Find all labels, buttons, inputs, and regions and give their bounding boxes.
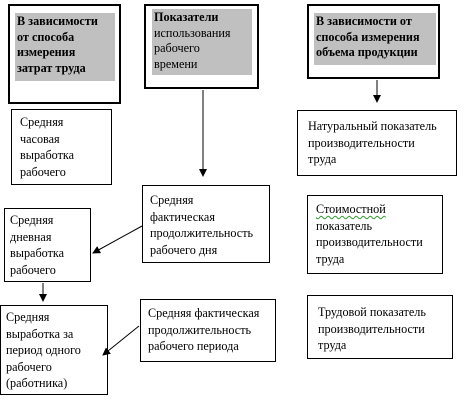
- header-labor-cost-line-3: измерения: [17, 45, 76, 59]
- actual-period-line-2: продолжительность: [148, 322, 252, 337]
- actual-period-line-3: рабочего периода: [148, 339, 239, 353]
- labor-indicator-line-2: производительности: [318, 321, 425, 336]
- period-output-line-5: (работника): [6, 376, 68, 390]
- header-box-output-volume: В зависимости от способа измерения объем…: [307, 4, 440, 79]
- header-work-time-line-2: использования: [154, 25, 231, 40]
- header-work-time-line-1: Показатели: [154, 10, 219, 24]
- daily-output-line-4: рабочего: [10, 262, 56, 277]
- actual-day-line-4: рабочего дня: [150, 242, 218, 257]
- hourly-output-line-2: часовая: [20, 131, 60, 146]
- box-hourly-output: Средняя часовая выработка рабочего: [11, 109, 112, 185]
- box-labor-indicator: Трудовой показатель производительности т…: [307, 295, 453, 359]
- header-work-time-line-4: времени: [154, 56, 198, 71]
- value-indicator-line-4: труда: [316, 251, 345, 266]
- header-labor-cost-line-2: от способа: [17, 29, 75, 44]
- header-label-work-time: Показатели использования рабочего времен…: [152, 9, 252, 75]
- period-output-line-4: рабочего: [6, 359, 52, 374]
- value-indicator-line-1: Стоимостной: [316, 202, 386, 216]
- header-labor-cost-line-4: затрат труда: [17, 60, 86, 75]
- natural-indicator-line-2: производительности: [308, 135, 415, 150]
- box-value-indicator: Стоимостной показатель производительност…: [307, 195, 443, 274]
- box-actual-period-length: Средняя фактическая продолжительность ра…: [140, 299, 276, 362]
- value-indicator-line-2: показатель: [316, 218, 373, 233]
- daily-output-line-3: выработка: [10, 246, 65, 260]
- labor-indicator-line-3: труда: [318, 338, 347, 352]
- value-indicator-line-3: производительности: [316, 235, 423, 249]
- hourly-output-line-4: рабочего: [20, 164, 66, 179]
- daily-output-line-1: Средняя: [10, 213, 54, 227]
- header-box-work-time: Показатели использования рабочего времен…: [144, 4, 259, 89]
- header-label-labor-cost: В зависимости от способа измерения затра…: [15, 13, 115, 81]
- header-label-output-volume: В зависимости от способа измерения объем…: [314, 13, 436, 65]
- box-period-output: Средняя выработка за период одного рабоч…: [0, 305, 108, 395]
- actual-day-line-2: фактическая: [150, 209, 215, 224]
- period-output-line-3: период одного: [6, 343, 81, 357]
- hourly-output-line-1: Средняя: [20, 115, 64, 129]
- header-work-time-line-3: рабочего: [154, 41, 200, 55]
- header-output-volume-line-3: объема продукции: [316, 45, 418, 59]
- box-natural-indicator: Натуральный показатель производительност…: [297, 110, 457, 176]
- header-labor-cost-line-1: В зависимости: [17, 14, 98, 28]
- arrow-actual-day-to-daily-output: [92, 225, 143, 254]
- header-box-labor-cost: В зависимости от способа измерения затра…: [8, 4, 121, 104]
- hourly-output-line-3: выработка: [20, 148, 75, 162]
- actual-day-line-3: продолжительность: [150, 226, 254, 240]
- period-output-line-1: Средняя: [6, 310, 50, 324]
- daily-output-line-2: дневная: [10, 229, 52, 244]
- actual-period-line-1: Средняя фактическая: [148, 306, 260, 320]
- period-output-line-2: выработка за: [6, 326, 74, 341]
- box-daily-output: Средняя дневная выработка рабочего: [4, 208, 91, 282]
- header-output-volume-line-1: В зависимости от: [316, 14, 412, 28]
- natural-indicator-line-3: труда: [308, 152, 337, 166]
- labor-indicator-line-1: Трудовой показатель: [318, 305, 426, 319]
- actual-day-line-1: Средняя: [150, 193, 194, 207]
- box-actual-day-length: Средняя фактическая продолжительность ра…: [142, 185, 270, 263]
- arrow-actual-period-to-period-output: [102, 325, 140, 356]
- header-output-volume-line-2: способа измерения: [316, 29, 420, 44]
- natural-indicator-line-1: Натуральный показатель: [308, 119, 437, 133]
